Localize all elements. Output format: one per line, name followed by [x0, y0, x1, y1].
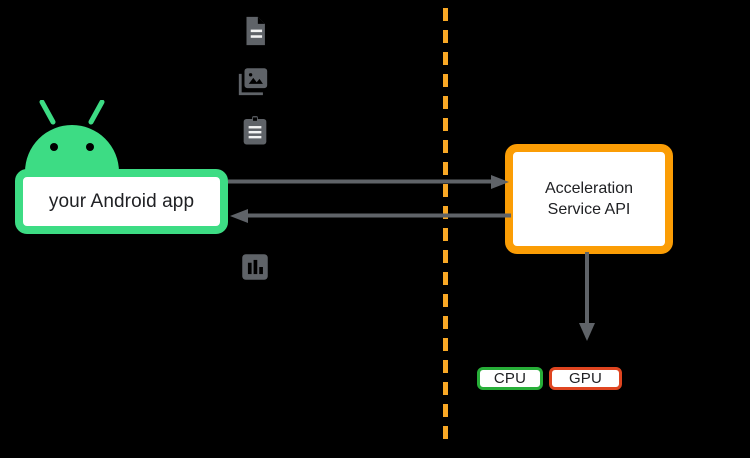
cpu-chip[interactable]: CPU: [477, 367, 543, 390]
api-box-label: Acceleration Service API: [544, 180, 634, 218]
android-robot-icon: [22, 99, 122, 172]
clipboard-icon: [238, 114, 272, 148]
app-box-label: your Android app: [48, 190, 195, 212]
gpu-chip[interactable]: GPU: [549, 367, 622, 390]
your-android-app-box[interactable]: your Android app: [15, 169, 228, 234]
acceleration-service-api-box[interactable]: Acceleration Service API: [505, 144, 673, 254]
request-arrow: [228, 174, 511, 190]
delegate-arrow: [578, 252, 596, 342]
photo-library-icon: [236, 64, 270, 98]
description-icon: [238, 14, 272, 48]
bar-chart-icon: [238, 250, 272, 284]
process-boundary-dashed-line: [443, 8, 448, 446]
cpu-label: CPU: [493, 370, 527, 387]
gpu-label: GPU: [568, 370, 603, 387]
response-arrow: [228, 208, 511, 224]
